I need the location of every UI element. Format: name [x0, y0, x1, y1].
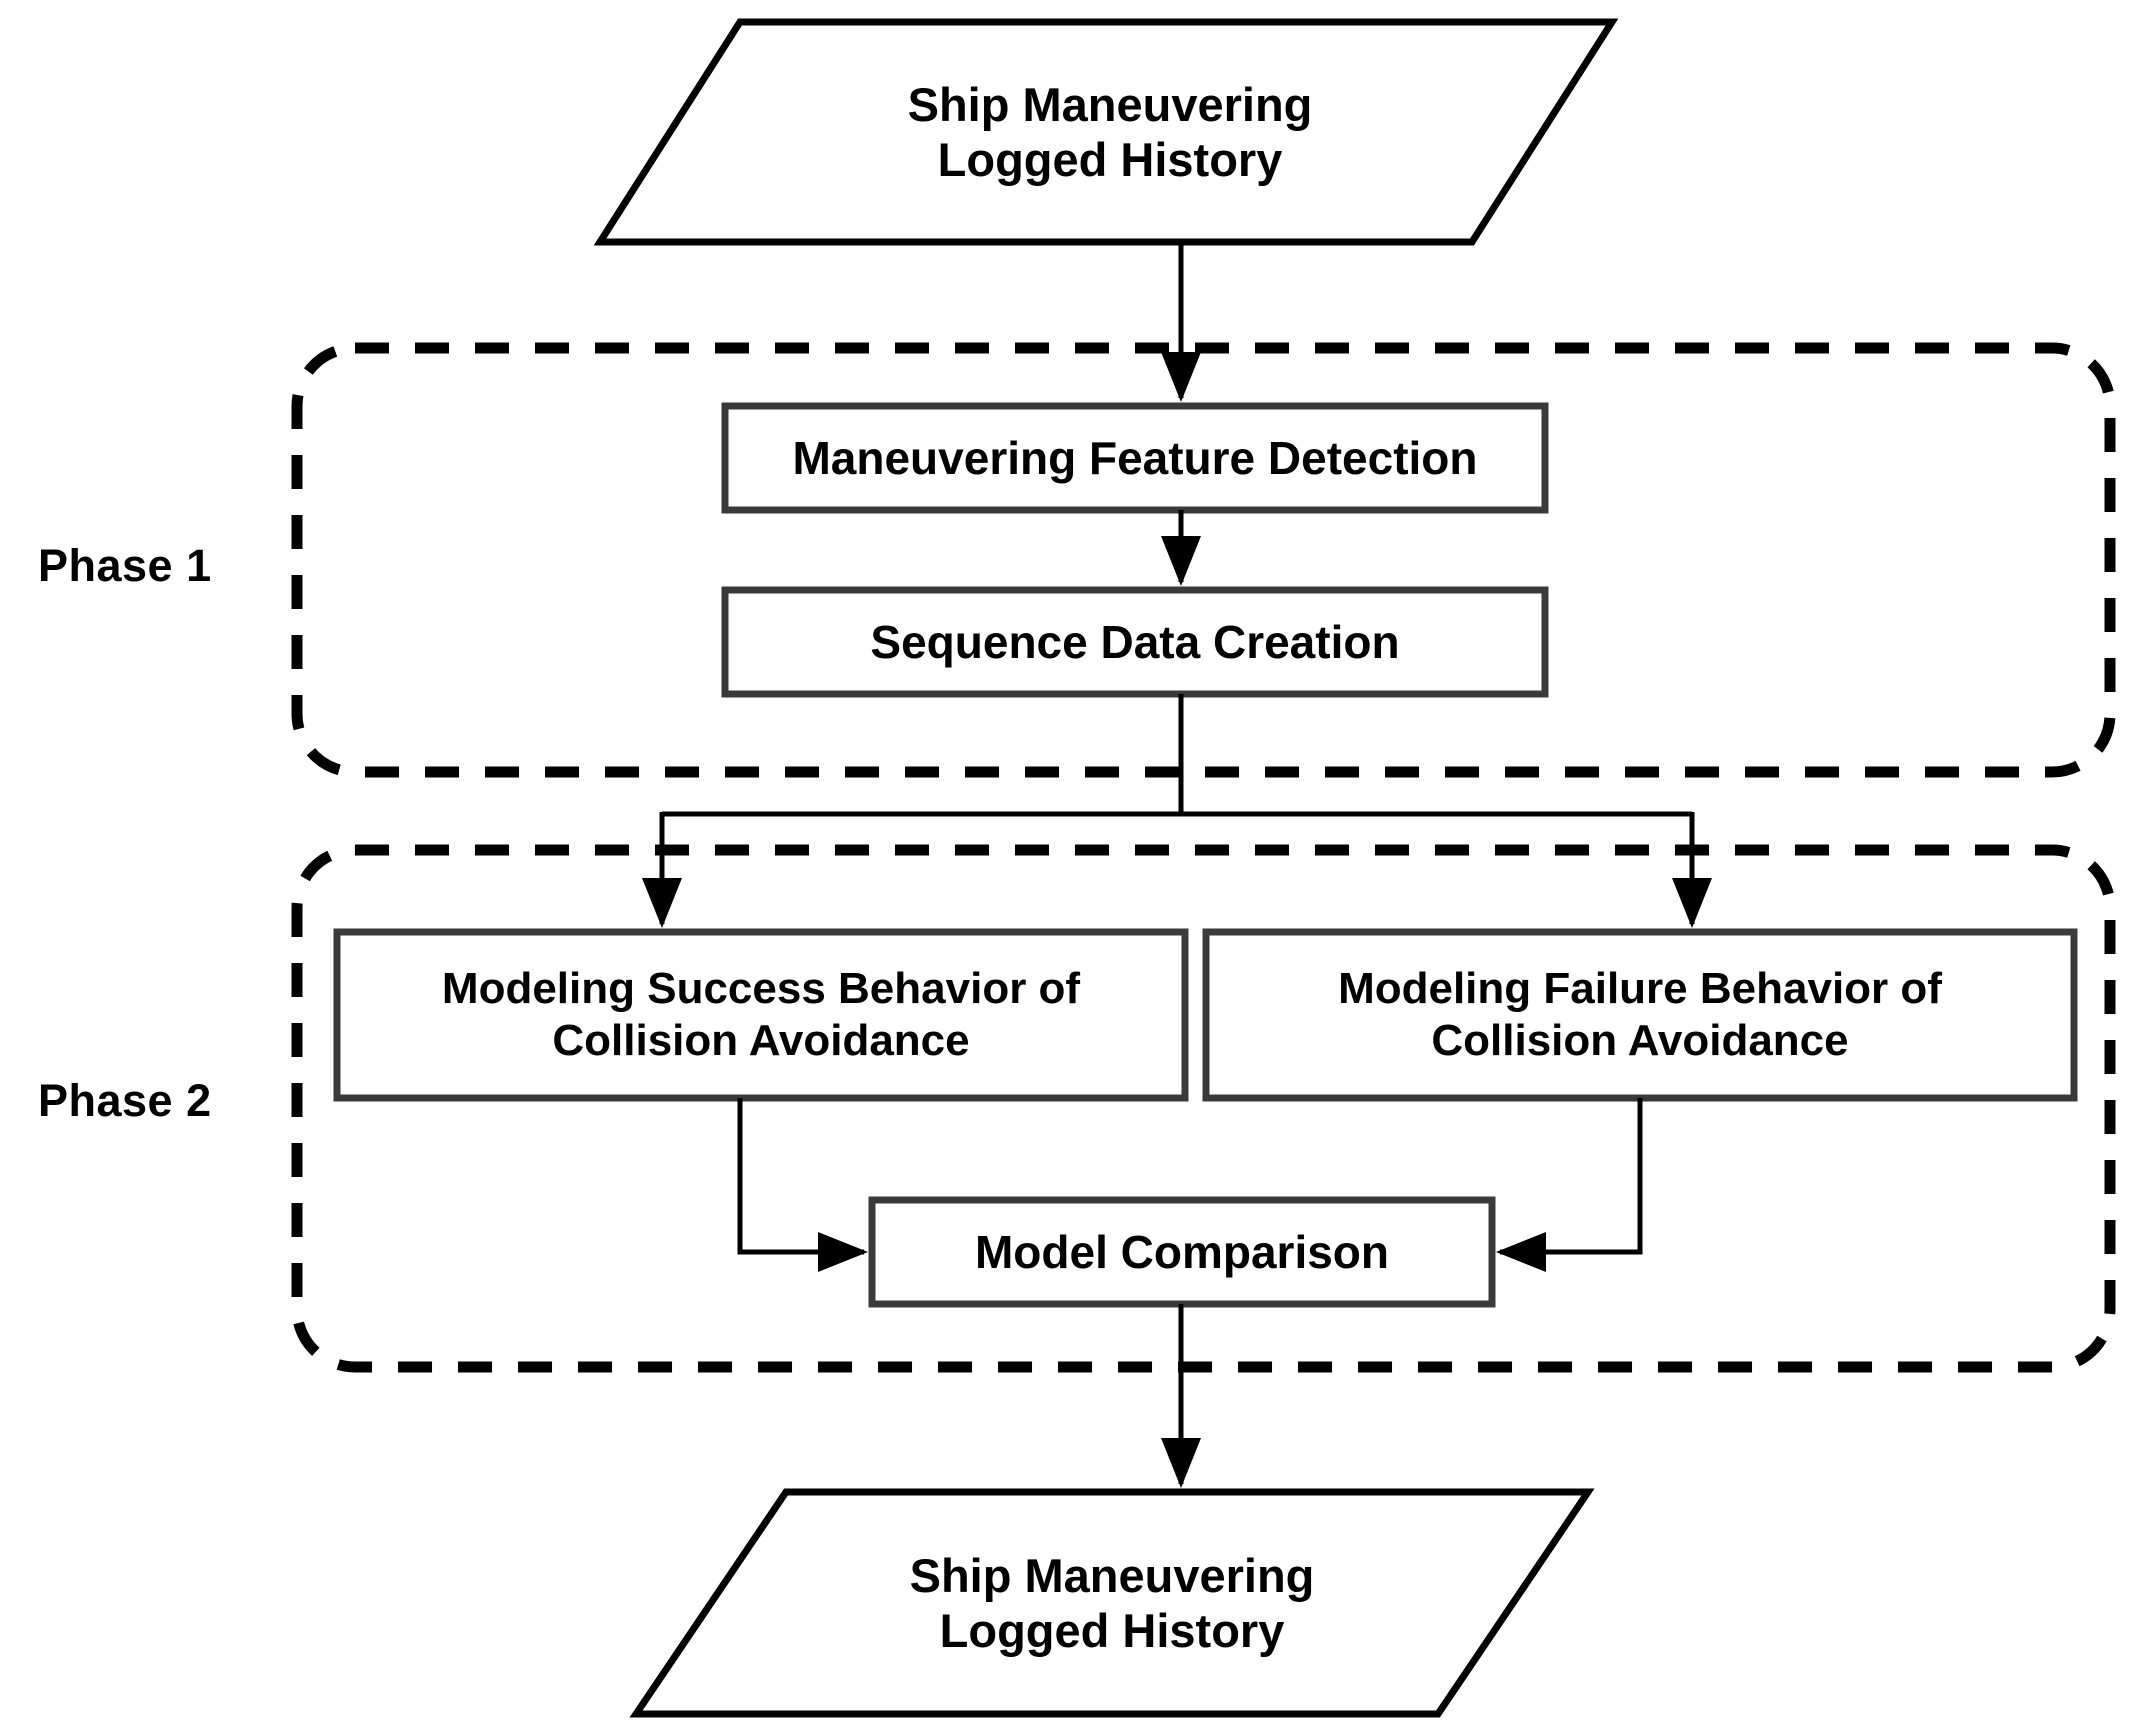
- maneuvering-feature-detection-shape: [721, 402, 1549, 514]
- sequence-data-creation-shape: [721, 586, 1549, 698]
- phase-1-dashed-container: [291, 342, 2116, 778]
- modeling-failure-behavior-shape: [1202, 928, 2078, 1102]
- output-data-shape: [629, 1488, 1595, 1718]
- phase-2-dashed-container: [291, 844, 2116, 1373]
- modeling-success-behavior-shape: [333, 928, 1189, 1102]
- input-data-shape: [593, 18, 1619, 246]
- model-comparison-shape: [868, 1196, 1496, 1308]
- phase-2-label: Phase 2: [38, 1075, 212, 1126]
- edge-failure-to-model-comparison: [1495, 1098, 1643, 1272]
- edge-success-to-model-comparison: [737, 1098, 869, 1272]
- phase-1-label: Phase 1: [38, 540, 212, 591]
